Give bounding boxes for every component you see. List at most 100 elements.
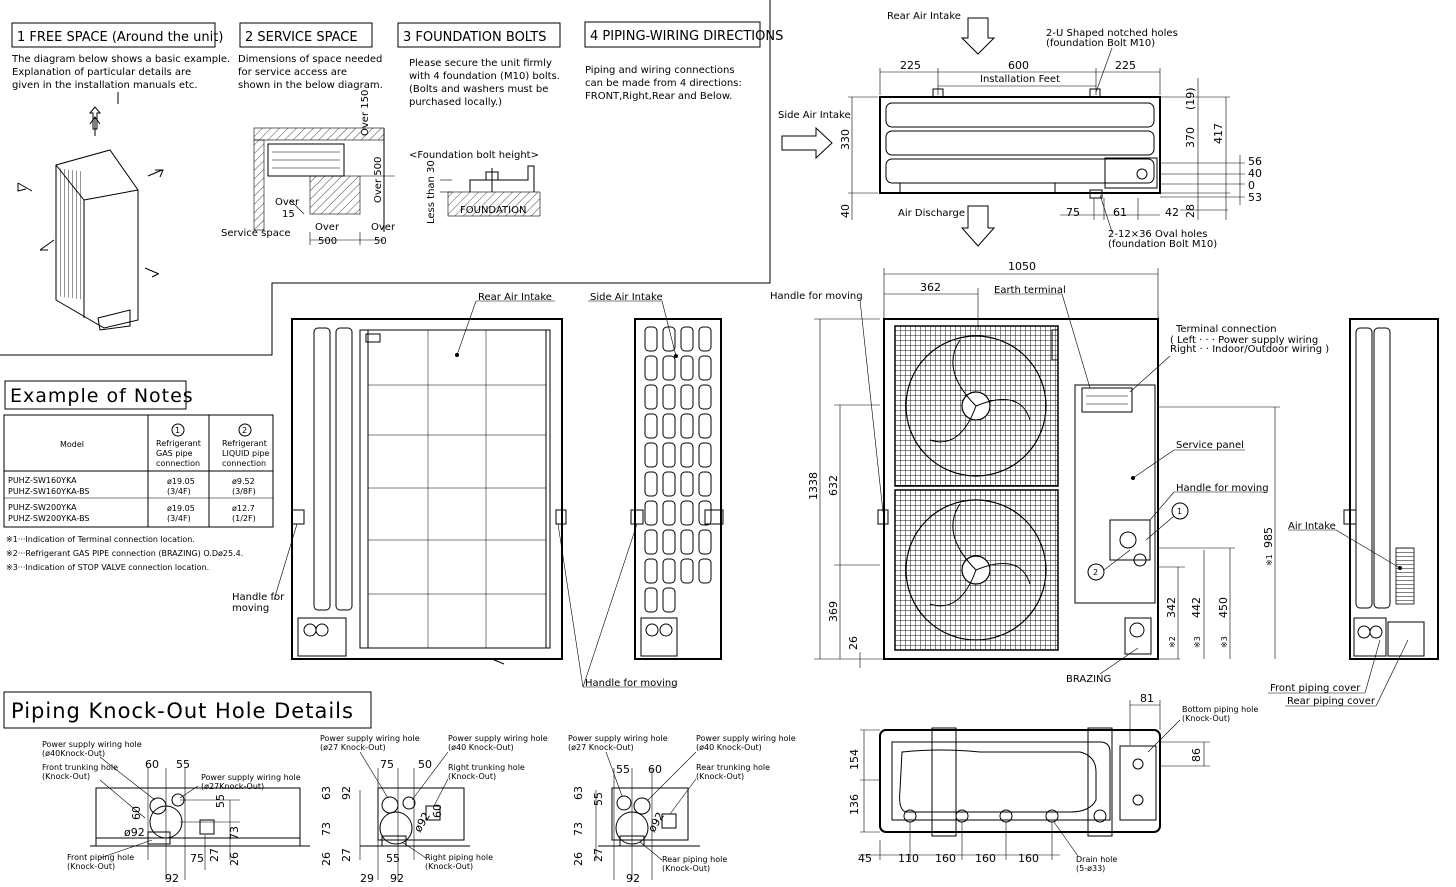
top-dim-600: 600 bbox=[1008, 59, 1029, 72]
side-vent-slot bbox=[662, 587, 676, 613]
top-dim-330: 330 bbox=[839, 129, 852, 150]
fv-dim-442: 442 bbox=[1190, 597, 1203, 618]
ko1-fpipe-b: (Knock-Out) bbox=[67, 862, 115, 871]
fv-dim-632: 632 bbox=[827, 475, 840, 496]
side-vent-slot bbox=[644, 413, 658, 439]
svc-over500b: Over bbox=[315, 222, 340, 233]
side-vent-slot bbox=[662, 558, 676, 584]
free-space-line-3: given in the installation manuals etc. bbox=[12, 80, 198, 91]
notes-header-gas-3: connection bbox=[156, 459, 200, 468]
ko1-dim-60a: 60 bbox=[145, 758, 159, 771]
notes-table: 1 2 bbox=[3, 414, 274, 528]
fv-handle-for-moving-1: Handle for moving bbox=[770, 291, 863, 302]
ko3-rtrunk-b: (Knock-Out) bbox=[696, 772, 744, 781]
piping-wiring-line-2: can be made from 4 directions: bbox=[585, 78, 742, 89]
ko2-dim-29: 29 bbox=[360, 872, 374, 885]
top-dim-42: 42 bbox=[1165, 206, 1179, 219]
foundation-label: FOUNDATION bbox=[460, 205, 526, 216]
discharge-arrow bbox=[960, 205, 996, 247]
side-vent-slot bbox=[698, 355, 712, 381]
side-vent-slot bbox=[644, 558, 658, 584]
free-space-unit-illustration bbox=[17, 92, 164, 331]
piping-wiring-line-1: Piping and wiring connections bbox=[585, 65, 735, 76]
ko2-rpipe-b: (Knock-Out) bbox=[425, 862, 473, 871]
ko3-dim-63b: 63 bbox=[572, 786, 585, 800]
ko2-dim-92d: 92 bbox=[390, 872, 404, 885]
svc-500: 500 bbox=[318, 236, 337, 247]
top-dim-225a: 225 bbox=[900, 59, 921, 72]
notes-header-liq-1: Refrigerant bbox=[222, 439, 267, 448]
fv-dim-1050: 1050 bbox=[1008, 260, 1036, 273]
top-installation-feet: Installation Feet bbox=[980, 74, 1060, 85]
fv-terminal-connection-3: Right · · Indoor/Outdoor wiring ) bbox=[1170, 344, 1329, 355]
top-dim-19: (19) bbox=[1184, 87, 1197, 110]
ko1-dim-92b: 92 bbox=[165, 872, 179, 885]
notes-header-gas-2: GAS pipe bbox=[156, 449, 193, 458]
leader bbox=[639, 841, 663, 861]
svc-service-space: Service space bbox=[221, 228, 290, 239]
knockout-title-box bbox=[3, 691, 372, 729]
rear-air-arrow bbox=[960, 17, 996, 55]
free-space-line-1: The diagram below shows a basic example. bbox=[11, 54, 230, 65]
callout-1 bbox=[1171, 502, 1189, 520]
side-vent-slot bbox=[644, 442, 658, 468]
service-space-line-1: Dimensions of space needed bbox=[238, 54, 382, 65]
ko1-dim-26a: 26 bbox=[228, 852, 241, 866]
fv-earth-terminal: Earth terminal bbox=[994, 285, 1066, 296]
ko3-psw40-b: (ø40 Knock-Out) bbox=[696, 743, 762, 752]
leader bbox=[1061, 293, 1091, 389]
service-space-diagram bbox=[253, 127, 395, 245]
piping-wiring-line-3: FRONT,Right,Rear and Below. bbox=[585, 91, 732, 102]
ko3-psw27-a: Power supply wiring hole bbox=[568, 734, 668, 743]
side-vent-slot bbox=[680, 413, 694, 439]
notes-row1-model-b: PUHZ-SW160YKA-BS bbox=[8, 487, 90, 496]
leader bbox=[99, 779, 146, 819]
bt-drain-a: Drain hole bbox=[1076, 855, 1117, 864]
notes-title-box bbox=[4, 380, 187, 410]
leader bbox=[1145, 515, 1175, 541]
ko1-dim-92a: ø92 bbox=[124, 826, 145, 839]
leader bbox=[273, 523, 298, 601]
ko1-dim-27a: 27 bbox=[208, 848, 221, 862]
bottom-view bbox=[858, 700, 1210, 860]
top-dim-75: 75 bbox=[1066, 206, 1080, 219]
leader-dot bbox=[1398, 566, 1402, 570]
side-vent-slot bbox=[662, 413, 676, 439]
leader bbox=[1103, 549, 1131, 571]
leader bbox=[1364, 639, 1381, 694]
side-vent-slot bbox=[662, 442, 676, 468]
knockout-view-3 bbox=[595, 768, 700, 880]
side-vent-slot bbox=[680, 326, 694, 352]
leader bbox=[605, 751, 623, 797]
ko1-dim-55b: 55 bbox=[214, 794, 227, 808]
circle-2-label: 2 bbox=[242, 426, 247, 435]
bt-bottom-pipe-b: (Knock-Out) bbox=[1182, 714, 1230, 723]
side-vent-slot bbox=[644, 471, 658, 497]
side-vent-slot bbox=[662, 529, 676, 555]
leader bbox=[1335, 529, 1401, 569]
side-vent-slot bbox=[698, 442, 712, 468]
side-vent-slot bbox=[680, 500, 694, 526]
ko3-dim-55e: 55 bbox=[592, 792, 605, 806]
fv-dim-1338: 1338 bbox=[807, 472, 820, 500]
top-dim-0: 0 bbox=[1248, 179, 1255, 192]
notes-header-liq-2: LIQUID pipe bbox=[222, 449, 269, 458]
bt-dim-110: 110 bbox=[898, 852, 919, 865]
top-view-dim-lines bbox=[848, 47, 1245, 233]
ko2-dim-27b: 27 bbox=[340, 848, 353, 862]
piping-wiring-title: 4 PIPING-WIRING DIRECTIONS bbox=[590, 29, 783, 44]
notes-row2-model-b: PUHZ-SW200YKA-BS bbox=[8, 514, 90, 523]
svc-over150: Over 150 bbox=[360, 90, 371, 136]
ko2-dim-55c: 55 bbox=[386, 852, 400, 865]
side-vent-slot bbox=[698, 558, 712, 584]
foundation-line-3: (Bolts and washers must be bbox=[409, 84, 548, 95]
free-space-line-2: Explanation of particular details are bbox=[12, 67, 191, 78]
ko3-rpipe-b: (Knock-Out) bbox=[662, 864, 710, 873]
notes-row1-liq-b: (3/8F) bbox=[232, 487, 256, 496]
side-face-view bbox=[630, 318, 724, 660]
fv-dim-369: 369 bbox=[827, 601, 840, 622]
notes-footnote-1: ※1···Indication of Terminal connection l… bbox=[6, 535, 195, 544]
knockout-title: Piping Knock-Out Hole Details bbox=[11, 699, 354, 723]
top-dim-417: 417 bbox=[1212, 123, 1225, 144]
